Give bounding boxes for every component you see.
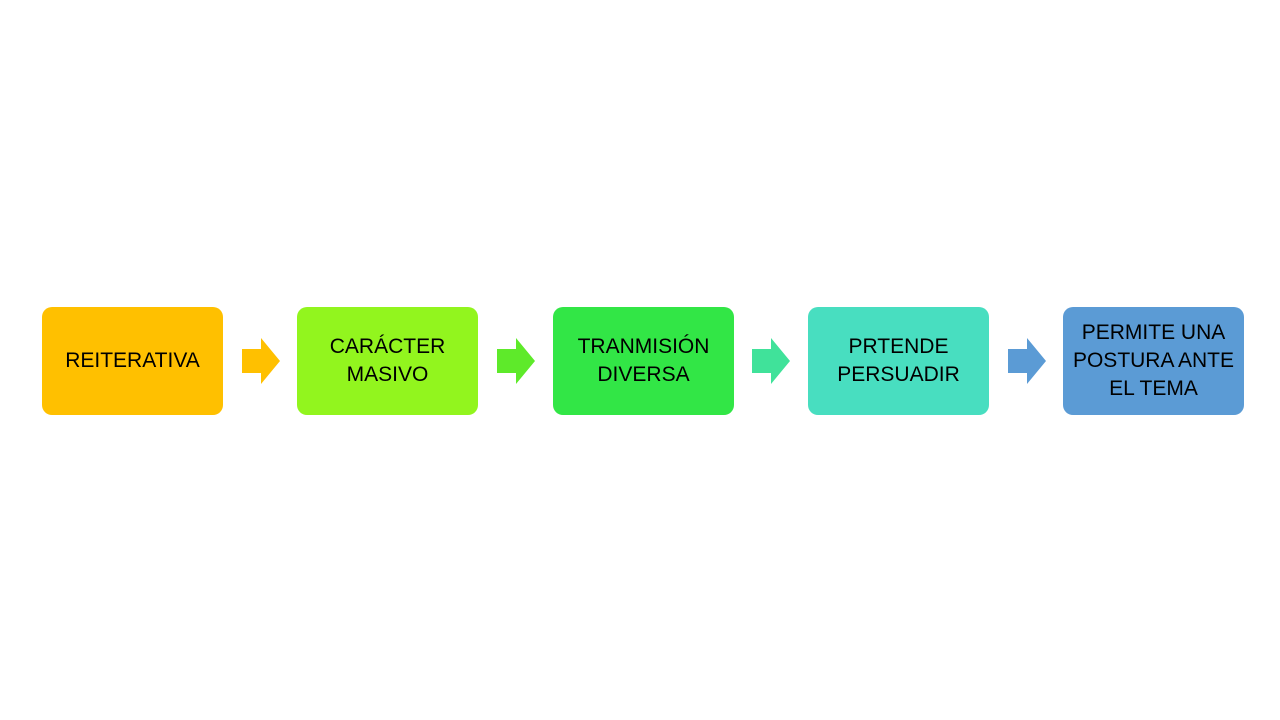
step-box-prtende-persuadir: PRTENDE PERSUADIR xyxy=(808,307,989,415)
step-box-reiterativa: REITERATIVA xyxy=(42,307,223,415)
arrow-right-icon xyxy=(752,338,790,384)
arrow-right-icon xyxy=(497,338,535,384)
step-box-caracter-masivo: CARÁCTER MASIVO xyxy=(297,307,478,415)
arrow-right-icon xyxy=(1008,338,1046,384)
arrow-right-icon xyxy=(242,338,280,384)
step-box-tranmision-diversa: TRANMISIÓN DIVERSA xyxy=(553,307,734,415)
step-box-permite-postura: PERMITE UNA POSTURA ANTE EL TEMA xyxy=(1063,307,1244,415)
